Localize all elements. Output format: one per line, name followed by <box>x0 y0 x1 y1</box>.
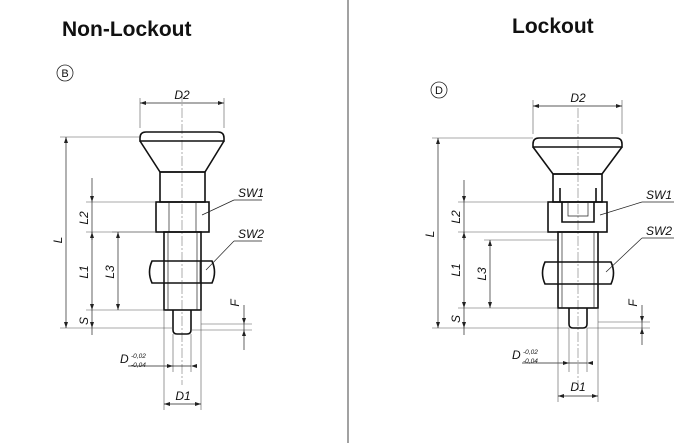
plunger-body-left <box>159 171 206 203</box>
label-s-left: S <box>77 317 91 325</box>
label-l2-right: L2 <box>449 210 463 224</box>
label-d1-right: D1 <box>570 380 585 394</box>
label-l1-right: L1 <box>449 263 463 276</box>
left-view: B <box>51 64 264 410</box>
label-l3-left: L3 <box>103 265 117 279</box>
threaded-shank-left <box>163 231 202 311</box>
tol-lower-right: -0,04 <box>523 358 538 365</box>
label-s-right: S <box>449 315 463 323</box>
label-f-right: F <box>626 299 640 307</box>
knob-right <box>532 137 623 175</box>
label-d-left: D <box>120 352 129 366</box>
label-d2-left: D2 <box>174 88 190 102</box>
hex-sw2-left <box>148 260 216 284</box>
label-l-left: L <box>51 237 65 244</box>
plunger-body-right <box>552 173 603 203</box>
label-sw1-right: SW1 <box>646 188 672 202</box>
right-view: D <box>423 81 674 402</box>
hex-sw2-right <box>541 261 615 285</box>
tol-upper-right: -0,02 <box>523 349 538 356</box>
label-d1-left: D1 <box>175 389 190 403</box>
title-lockout: Lockout <box>512 15 594 38</box>
label-f-left: F <box>228 299 242 307</box>
label-l1-left: L1 <box>77 265 91 278</box>
hex-sw1-right <box>547 201 608 233</box>
tol-lower-left: -0,04 <box>131 362 146 369</box>
tol-upper-left: -0,02 <box>131 353 146 360</box>
variant-marker-right: D <box>435 85 443 97</box>
pin-right <box>568 308 588 329</box>
hex-sw1-left <box>155 201 210 233</box>
title-non-lockout: Non-Lockout <box>62 18 192 41</box>
label-d2-right: D2 <box>570 91 586 105</box>
pin-left <box>172 310 192 335</box>
label-l3-right: L3 <box>475 267 489 281</box>
label-sw2-right: SW2 <box>646 224 672 238</box>
label-d-right: D <box>512 348 521 362</box>
label-sw2-left: SW2 <box>238 227 264 241</box>
label-l2-left: L2 <box>77 211 91 225</box>
variant-marker-left: B <box>61 68 68 80</box>
label-sw1-left: SW1 <box>238 186 264 200</box>
variant-circle-right <box>430 81 448 99</box>
variant-circle-left <box>56 64 74 82</box>
label-l-right: L <box>423 231 437 238</box>
